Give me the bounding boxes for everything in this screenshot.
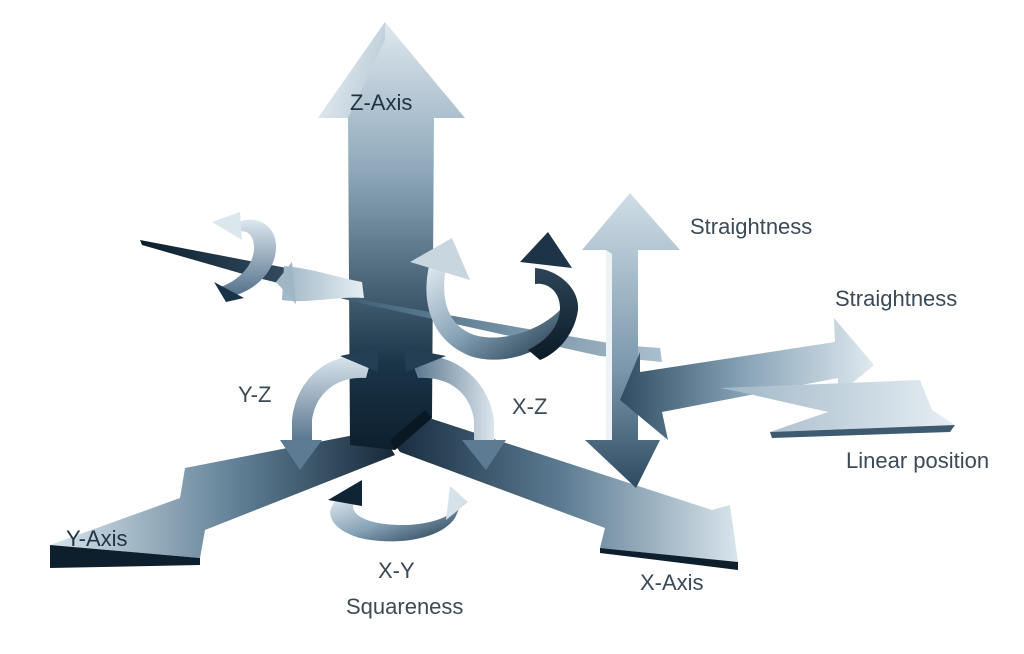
z-axis-arrow <box>318 22 465 450</box>
z-axis-label: Z-Axis <box>350 90 413 115</box>
xy-label: X-Y <box>378 558 415 583</box>
y-axis-label: Y-Axis <box>66 526 128 551</box>
linear-position-label: Linear position <box>846 448 990 473</box>
x-axis-label: X-Axis <box>640 570 704 595</box>
squareness-label: Squareness <box>346 594 464 619</box>
straightness-horizontal-label: Straightness <box>835 286 958 311</box>
straightness-vertical-label: Straightness <box>690 214 813 239</box>
yz-label: Y-Z <box>238 382 272 407</box>
xy-rotation-arrow <box>328 480 468 542</box>
yz-rotation-arrow <box>280 348 378 470</box>
pitch-rotation-arrow <box>410 232 579 360</box>
straightness-vertical-arrow <box>582 193 680 488</box>
x-axis-arrow <box>385 415 738 570</box>
straightness-horizontal-arrow <box>620 318 874 440</box>
y-axis-arrow <box>50 430 395 568</box>
xz-rotation-arrow <box>404 348 506 470</box>
roll-rotation-arrow <box>212 212 364 304</box>
xz-label: X-Z <box>512 394 548 419</box>
linear-position-arrow <box>720 380 955 438</box>
